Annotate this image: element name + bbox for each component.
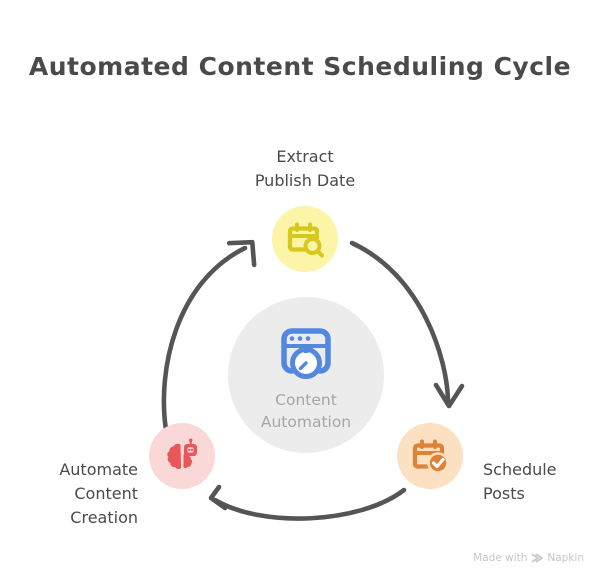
- hub-label: Content Automation: [260, 391, 352, 431]
- node-extract-publish-date[interactable]: [272, 206, 338, 272]
- node-label-extract-publish-date: Extract Publish Date: [254, 147, 356, 190]
- arrow-right-to-left: [208, 484, 407, 521]
- brain-robot-icon: [162, 436, 202, 476]
- watermark: Made with Napkin: [473, 552, 584, 564]
- calendar-search-icon: [285, 219, 325, 259]
- node-label-automate-content-creation: Automate Content Creation: [59, 460, 138, 527]
- napkin-logo-icon: [531, 552, 544, 564]
- center-hub: Content Automation: [228, 297, 384, 453]
- watermark-brand: Napkin: [547, 552, 584, 564]
- browser-stopwatch-icon: [274, 319, 338, 383]
- node-label-schedule-posts: Schedule Posts: [483, 460, 557, 503]
- watermark-text: Made with: [473, 552, 528, 564]
- page-title: Automated Content Scheduling Cycle: [28, 52, 572, 81]
- calendar-check-icon: [410, 436, 450, 476]
- node-schedule-posts[interactable]: [397, 423, 463, 489]
- node-automate-content-creation[interactable]: [149, 423, 215, 489]
